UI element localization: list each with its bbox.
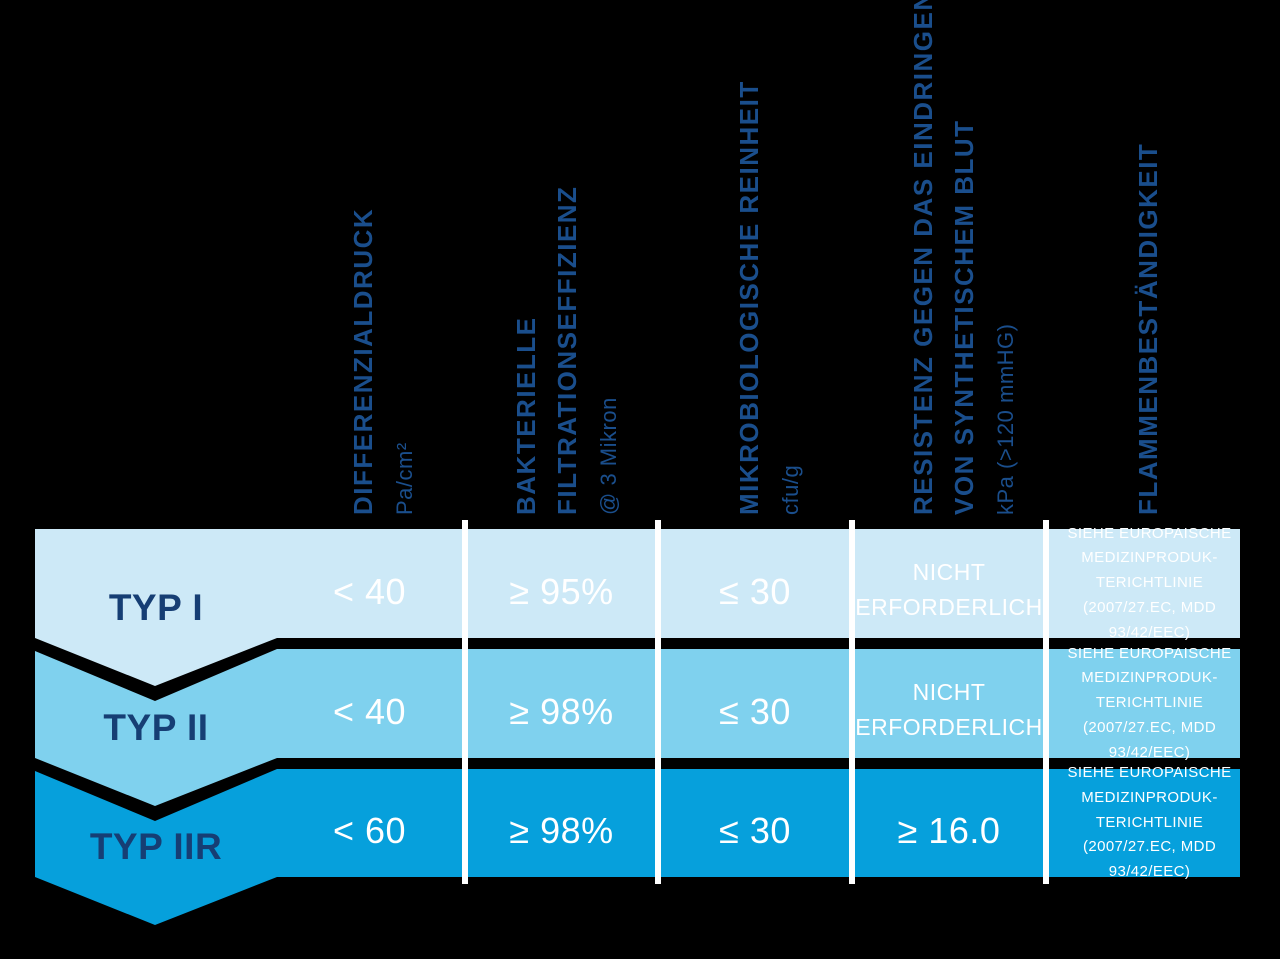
column-title: FILTRATIONSEFFIZIENZ	[552, 185, 582, 515]
column-title: VON SYNTHETISCHEM BLUT	[949, 119, 979, 515]
cell-typ-i-blutresistenz: NICHT ERFORDERLICH	[855, 559, 1043, 620]
row-band-typ-ii	[35, 649, 1240, 806]
column-header-mikrobiologische-reinheit: MIKROBIOLOGISCHE REINHEIT cfu/g	[729, 80, 811, 515]
cell-typ-iir-filtrationseffizienz: ≥ 98%	[509, 810, 614, 851]
column-title: DIFFERENZIALDRUCK	[348, 207, 378, 515]
cell-typ-ii-flammenbestaendigkeit: SIEHE EUROPAISCHE MEDIZINPRODUK- TERICHT…	[1067, 644, 1232, 761]
cell-typ-i-flammenbestaendigkeit: SIEHE EUROPAISCHE MEDIZINPRODUK- TERICHT…	[1067, 524, 1232, 641]
column-divider	[462, 520, 468, 884]
cell-typ-ii-mikrobiologische-reinheit: ≤ 30	[719, 690, 791, 732]
row-label-typ-ii: TYP II	[103, 706, 209, 748]
row-label-typ-i: TYP I	[108, 586, 204, 628]
cell-typ-ii-differenzialdruck: < 40	[332, 690, 407, 732]
column-title: RESISTENZ GEGEN DAS EINDRINGEN	[908, 0, 938, 515]
column-divider	[655, 520, 661, 884]
column-header-bakterielle-filtrationseffizienz: BAKTERIELLE FILTRATIONSEFFIZIENZ @ 3 Mik…	[506, 186, 629, 515]
column-subtitle: Pa/cm²	[392, 442, 417, 515]
cell-typ-ii-filtrationseffizienz: ≥ 98%	[509, 690, 614, 732]
cell-typ-i-filtrationseffizienz: ≥ 95%	[509, 570, 614, 612]
column-title: MIKROBIOLOGISCHE REINHEIT	[734, 80, 764, 515]
column-header-differenzialdruck: DIFFERENZIALDRUCK Pa/cm²	[343, 208, 425, 515]
column-header-resistenz-synthetisches-blut: RESISTENZ GEGEN DAS EINDRINGEN VON SYNTH…	[903, 0, 1026, 515]
cell-typ-i-differenzialdruck: < 40	[332, 570, 407, 612]
row-label-typ-iir: TYP IIR	[89, 826, 223, 867]
column-subtitle: @ 3 Mikron	[596, 397, 621, 515]
cell-typ-iir-blutresistenz: ≥ 16.0	[897, 810, 1001, 851]
column-subtitle: kPa (>120 mmHG)	[993, 323, 1018, 516]
row-band-typ-i	[35, 529, 1240, 686]
column-header-flammenbestaendigkeit: FLAMMENBESTÄNDIGKEIT	[1128, 143, 1169, 515]
column-title: BAKTERIELLE	[511, 316, 541, 516]
row-band-typ-iir	[35, 769, 1240, 925]
column-subtitle: cfu/g	[778, 464, 803, 515]
cell-typ-i-mikrobiologische-reinheit: ≤ 30	[719, 570, 791, 612]
cell-typ-iir-mikrobiologische-reinheit: ≤ 30	[719, 810, 791, 851]
column-title: FLAMMENBESTÄNDIGKEIT	[1133, 142, 1163, 515]
cell-typ-iir-differenzialdruck: < 60	[332, 810, 407, 851]
column-divider	[849, 520, 855, 884]
cell-typ-iir-flammenbestaendigkeit: SIEHE EUROPAISCHE MEDIZINPRODUK- TERICHT…	[1067, 764, 1232, 881]
column-divider	[1043, 520, 1049, 884]
cell-typ-ii-blutresistenz: NICHT ERFORDERLICH	[855, 679, 1043, 740]
